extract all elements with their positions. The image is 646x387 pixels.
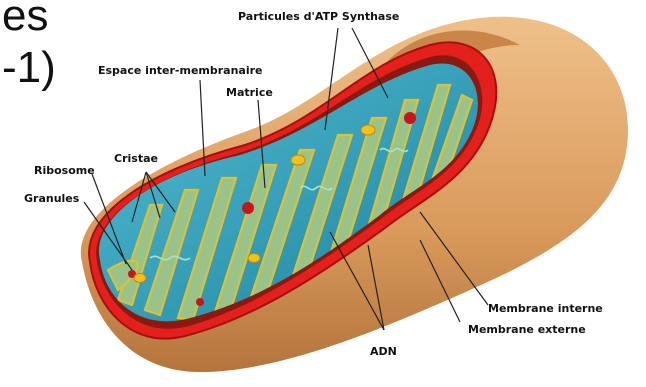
label-outer-membrane: Membrane externe <box>468 323 586 336</box>
label-intermembrane-space: Espace inter-membranaire <box>98 64 263 77</box>
label-matrix: Matrice <box>226 86 273 99</box>
label-granules: Granules <box>24 192 80 205</box>
label-atp-synthase: Particules d'ATP Synthase <box>238 10 399 23</box>
label-dna: ADN <box>370 345 397 358</box>
label-cristae: Cristae <box>114 152 158 165</box>
label-inner-membrane: Membrane interne <box>488 302 603 315</box>
label-ribosome: Ribosome <box>34 164 95 177</box>
